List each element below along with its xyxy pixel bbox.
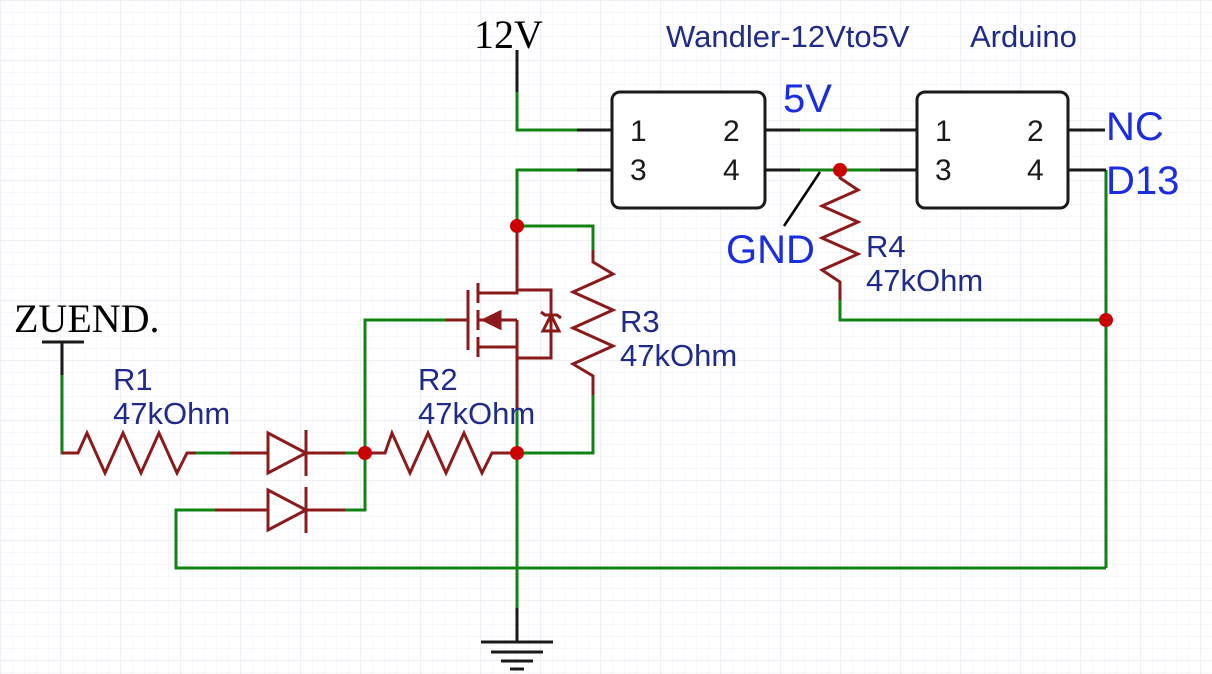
arduino-pin-1: 1 [935,115,952,148]
input-zuend-label: ZUEND. [14,296,160,341]
wire-r4-bottom [838,300,1106,322]
r1-ref: R1 [113,362,153,397]
r2-value: 47kOhm [418,396,535,431]
converter-pin-3: 3 [630,154,647,187]
converter-title: Wandler-12Vto5V [666,19,910,54]
arduino-pin-2: 2 [1027,115,1044,148]
arduino-pin-4: 4 [1027,154,1044,187]
diodes [215,430,345,533]
r4-value: 47kOhm [866,263,983,298]
junctions [358,163,1113,460]
r4-ref: R4 [866,229,906,264]
arduino-module-box [915,90,1070,210]
converter-module-box [610,90,767,210]
net-label-gnd: GND [726,228,815,272]
r3-value: 47kOhm [620,338,737,373]
component-stubs [42,50,1106,642]
net-label-d13: D13 [1106,159,1179,203]
resistor-zigzags [62,170,862,477]
junction-source-node [510,446,524,460]
net-label-nc: NC [1106,105,1164,149]
r1-symbol [62,429,196,477]
supply-12v-label: 12V [474,12,543,57]
net-label-5v: 5V [783,77,832,121]
r3-symbol [569,250,617,395]
arduino-pin-3: 3 [935,154,952,187]
wire-gate-node-r3-top [517,224,595,250]
ground-symbol [481,640,553,671]
d2-triangle [266,487,310,533]
wire-12v-to-converter-pin1 [515,92,577,132]
d1-triangle [266,430,310,476]
arduino-title: Arduino [970,19,1077,54]
wire-d2-to-node [345,453,367,512]
r4-symbol [818,170,862,300]
wire-node-to-gate [363,318,445,453]
r3-ref: R3 [620,304,660,339]
junction-d13-r4 [1099,313,1113,327]
wire-bottom-loop [174,508,1106,570]
r2-ref: R2 [418,362,458,397]
r1-value: 47kOhm [113,396,230,431]
converter-pin-4: 4 [723,154,740,187]
r2-symbol [365,428,517,477]
gnd-label-leader [782,171,822,227]
converter-pin-1: 1 [630,115,647,148]
junction-gnd-r4 [833,163,847,177]
mosfet-symbol [445,250,562,410]
wire-r3-bottom [517,395,595,455]
wire-converter-pin3-gate-node [515,168,577,226]
junction-gate-top [510,219,524,233]
converter-pin-2: 2 [723,115,740,148]
junction-diode-node [358,446,372,460]
